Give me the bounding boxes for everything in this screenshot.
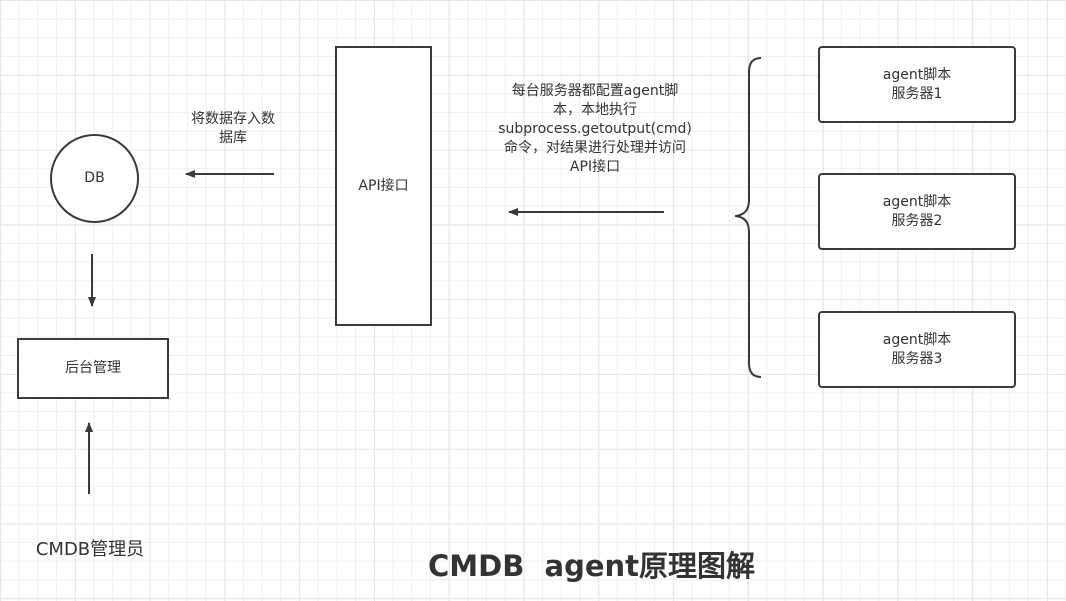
api-label: API接口 [358,177,409,194]
agent-2-line1: agent脚本 [882,193,952,210]
agents-to-api-label: 每台服务器都配置agent脚 本，本地执行 subprocess.getoutp… [498,83,692,175]
agent-3-line2: 服务器3 [891,350,943,367]
api-node[interactable]: API接口 [335,46,432,326]
agent-1-line2: 服务器1 [891,85,943,102]
db-node[interactable]: DB [50,134,139,223]
agent-node-2[interactable]: agent脚本 服务器2 [818,173,1016,250]
api-to-db-label: 将数据存入数 据库 [191,111,275,146]
agent-1-line1: agent脚本 [882,66,952,83]
agent-node-1[interactable]: agent脚本 服务器1 [818,46,1016,123]
admin-user-label: CMDB管理员 [35,539,145,560]
curly-brace [734,57,762,378]
db-label: DB [84,170,105,186]
admin-backend-label: 后台管理 [65,360,121,376]
admin-backend-node[interactable]: 后台管理 [17,338,169,399]
agent-2-line2: 服务器2 [891,212,943,229]
agent-3-line1: agent脚本 [882,331,952,348]
agent-node-3[interactable]: agent脚本 服务器3 [818,311,1016,388]
diagram-title: CMDB agent原理图解 [428,549,756,583]
